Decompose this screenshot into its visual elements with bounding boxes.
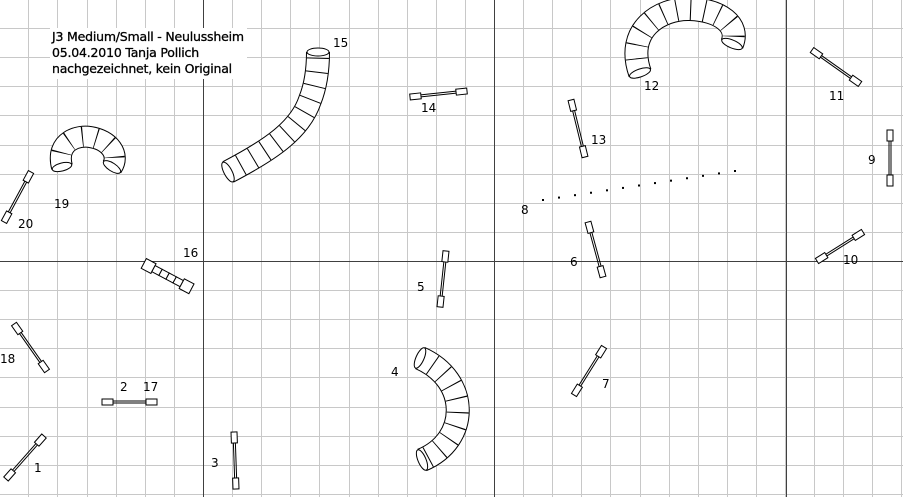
label-17: 17 — [143, 380, 158, 394]
weave-pole — [686, 177, 688, 180]
jump-2-17 — [101, 398, 158, 406]
jumps — [0, 46, 894, 490]
weave-pole — [574, 194, 576, 197]
jump-20 — [0, 169, 35, 225]
obstacle-labels: 1 2 17 3 4 5 6 7 8 9 10 11 12 13 14 15 1… — [0, 36, 876, 475]
tunnel-opening — [721, 37, 743, 51]
tunnel-opening — [102, 160, 122, 174]
course-title: J3 Medium/Small - Neulussheim 05.04.2010… — [50, 28, 247, 79]
jump-11 — [809, 46, 863, 88]
weave-pole — [734, 170, 736, 172]
label-20: 20 — [18, 217, 33, 231]
title-line-3: nachgezeichnet, kein Original — [52, 61, 232, 76]
title-line-2: 05.04.2010 Tanja Pollich — [52, 45, 199, 60]
label-9: 9 — [868, 153, 876, 167]
tunnel-4 — [413, 347, 470, 472]
weave-pole — [606, 189, 608, 192]
label-4: 4 — [391, 365, 399, 379]
weave-poles-8 — [542, 170, 736, 201]
jump-7 — [570, 344, 608, 398]
tunnel-opening — [221, 161, 235, 183]
title-line-1: J3 Medium/Small - Neulussheim — [52, 29, 244, 44]
weave-pole — [670, 179, 672, 182]
jump-1 — [3, 433, 47, 482]
weave-pole — [718, 172, 720, 175]
label-12: 12 — [644, 79, 659, 93]
jump-14 — [409, 87, 468, 101]
label-5: 5 — [417, 280, 425, 294]
weave-pole — [622, 186, 624, 189]
label-18: 18 — [0, 352, 15, 366]
wall-16 — [140, 257, 195, 295]
label-7: 7 — [602, 377, 610, 391]
label-2: 2 — [120, 380, 128, 394]
weave-pole — [542, 199, 544, 201]
tunnel-opening — [306, 47, 330, 57]
tunnel-opening — [413, 347, 427, 369]
label-10: 10 — [843, 253, 858, 267]
tunnels — [49, 0, 746, 472]
tunnel-opening — [415, 449, 429, 471]
label-14: 14 — [421, 101, 436, 115]
label-13: 13 — [591, 133, 606, 147]
jump-9 — [886, 129, 894, 187]
tunnel-15 — [221, 47, 330, 183]
label-16: 16 — [183, 246, 198, 260]
jump-10 — [814, 228, 866, 265]
jump-13 — [567, 98, 589, 159]
label-3: 3 — [211, 456, 219, 470]
tunnel-19 — [49, 125, 126, 174]
jump-18 — [10, 321, 51, 374]
tunnel-opening — [629, 67, 651, 79]
label-11: 11 — [829, 89, 844, 103]
label-15: 15 — [333, 36, 348, 50]
weave-pole — [638, 184, 640, 187]
weave-pole — [702, 174, 704, 177]
weave-pole — [654, 182, 656, 185]
label-19: 19 — [54, 197, 69, 211]
tunnel-12 — [624, 0, 746, 79]
jump-5 — [436, 250, 450, 308]
weave-pole — [590, 191, 592, 194]
jump-3 — [230, 431, 240, 490]
label-6: 6 — [570, 255, 578, 269]
weave-pole — [558, 196, 560, 199]
label-8: 8 — [521, 203, 529, 217]
jump-6 — [584, 220, 607, 279]
label-1: 1 — [34, 461, 42, 475]
tunnel-opening — [51, 161, 73, 173]
